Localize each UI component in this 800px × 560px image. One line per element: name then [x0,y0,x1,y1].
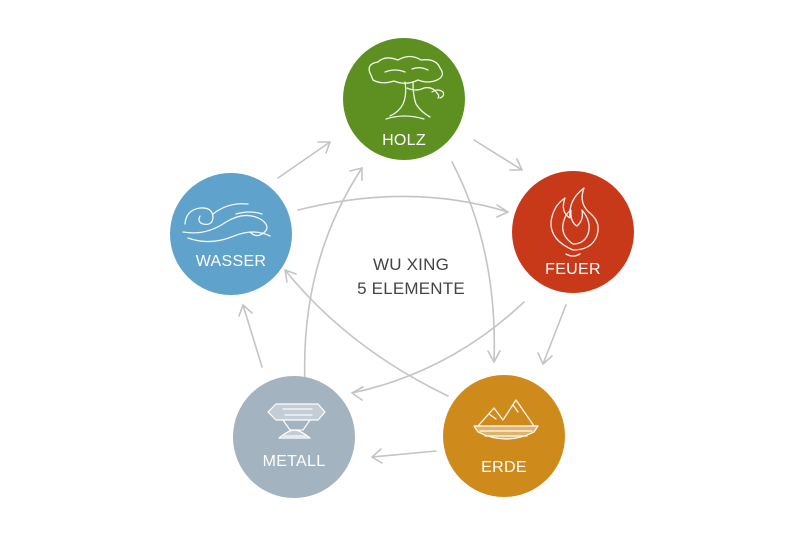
mountains-icon [473,399,539,440]
arrow-erde-to-metall [371,448,437,464]
element-metall-circle [233,376,355,498]
element-wasser-circle [170,173,292,295]
tree-icon [368,55,445,120]
arrow-wasser-to-feuer [297,195,509,218]
arrow-feuer-to-erde [537,304,567,365]
flame-icon [550,187,599,257]
center-title: WU XING 5 ELEMENTE [357,255,465,298]
arrow-wasser-to-holz [277,141,331,179]
element-erde: ERDE [443,375,565,497]
element-wasser: WASSER [170,173,292,295]
arrow-holz-to-feuer [473,139,523,171]
element-feuer-label: FEUER [545,261,601,278]
center-title-line2: 5 ELEMENTE [357,279,465,298]
controlling-cycle-arrows [284,161,525,401]
center-title-line1: WU XING [373,255,449,274]
arrow-feuer-to-metall [351,301,525,401]
element-metall-label: METALL [263,453,326,470]
anvil-icon [267,403,326,439]
element-feuer: FEUER [512,171,634,293]
element-feuer-circle [512,171,634,293]
element-erde-label: ERDE [481,459,527,476]
arrow-erde-to-wasser [284,269,449,397]
element-holz: HOLZ [343,38,465,160]
generating-cycle-arrows [238,139,567,464]
element-metall: METALL [233,376,355,498]
wave-icon [182,203,271,243]
element-holz-label: HOLZ [382,132,426,149]
arrow-metall-to-holz [303,167,363,386]
element-wasser-label: WASSER [196,253,267,270]
arrow-metall-to-wasser [238,304,263,368]
arrow-holz-to-erde [451,161,501,363]
element-holz-circle [343,38,465,160]
